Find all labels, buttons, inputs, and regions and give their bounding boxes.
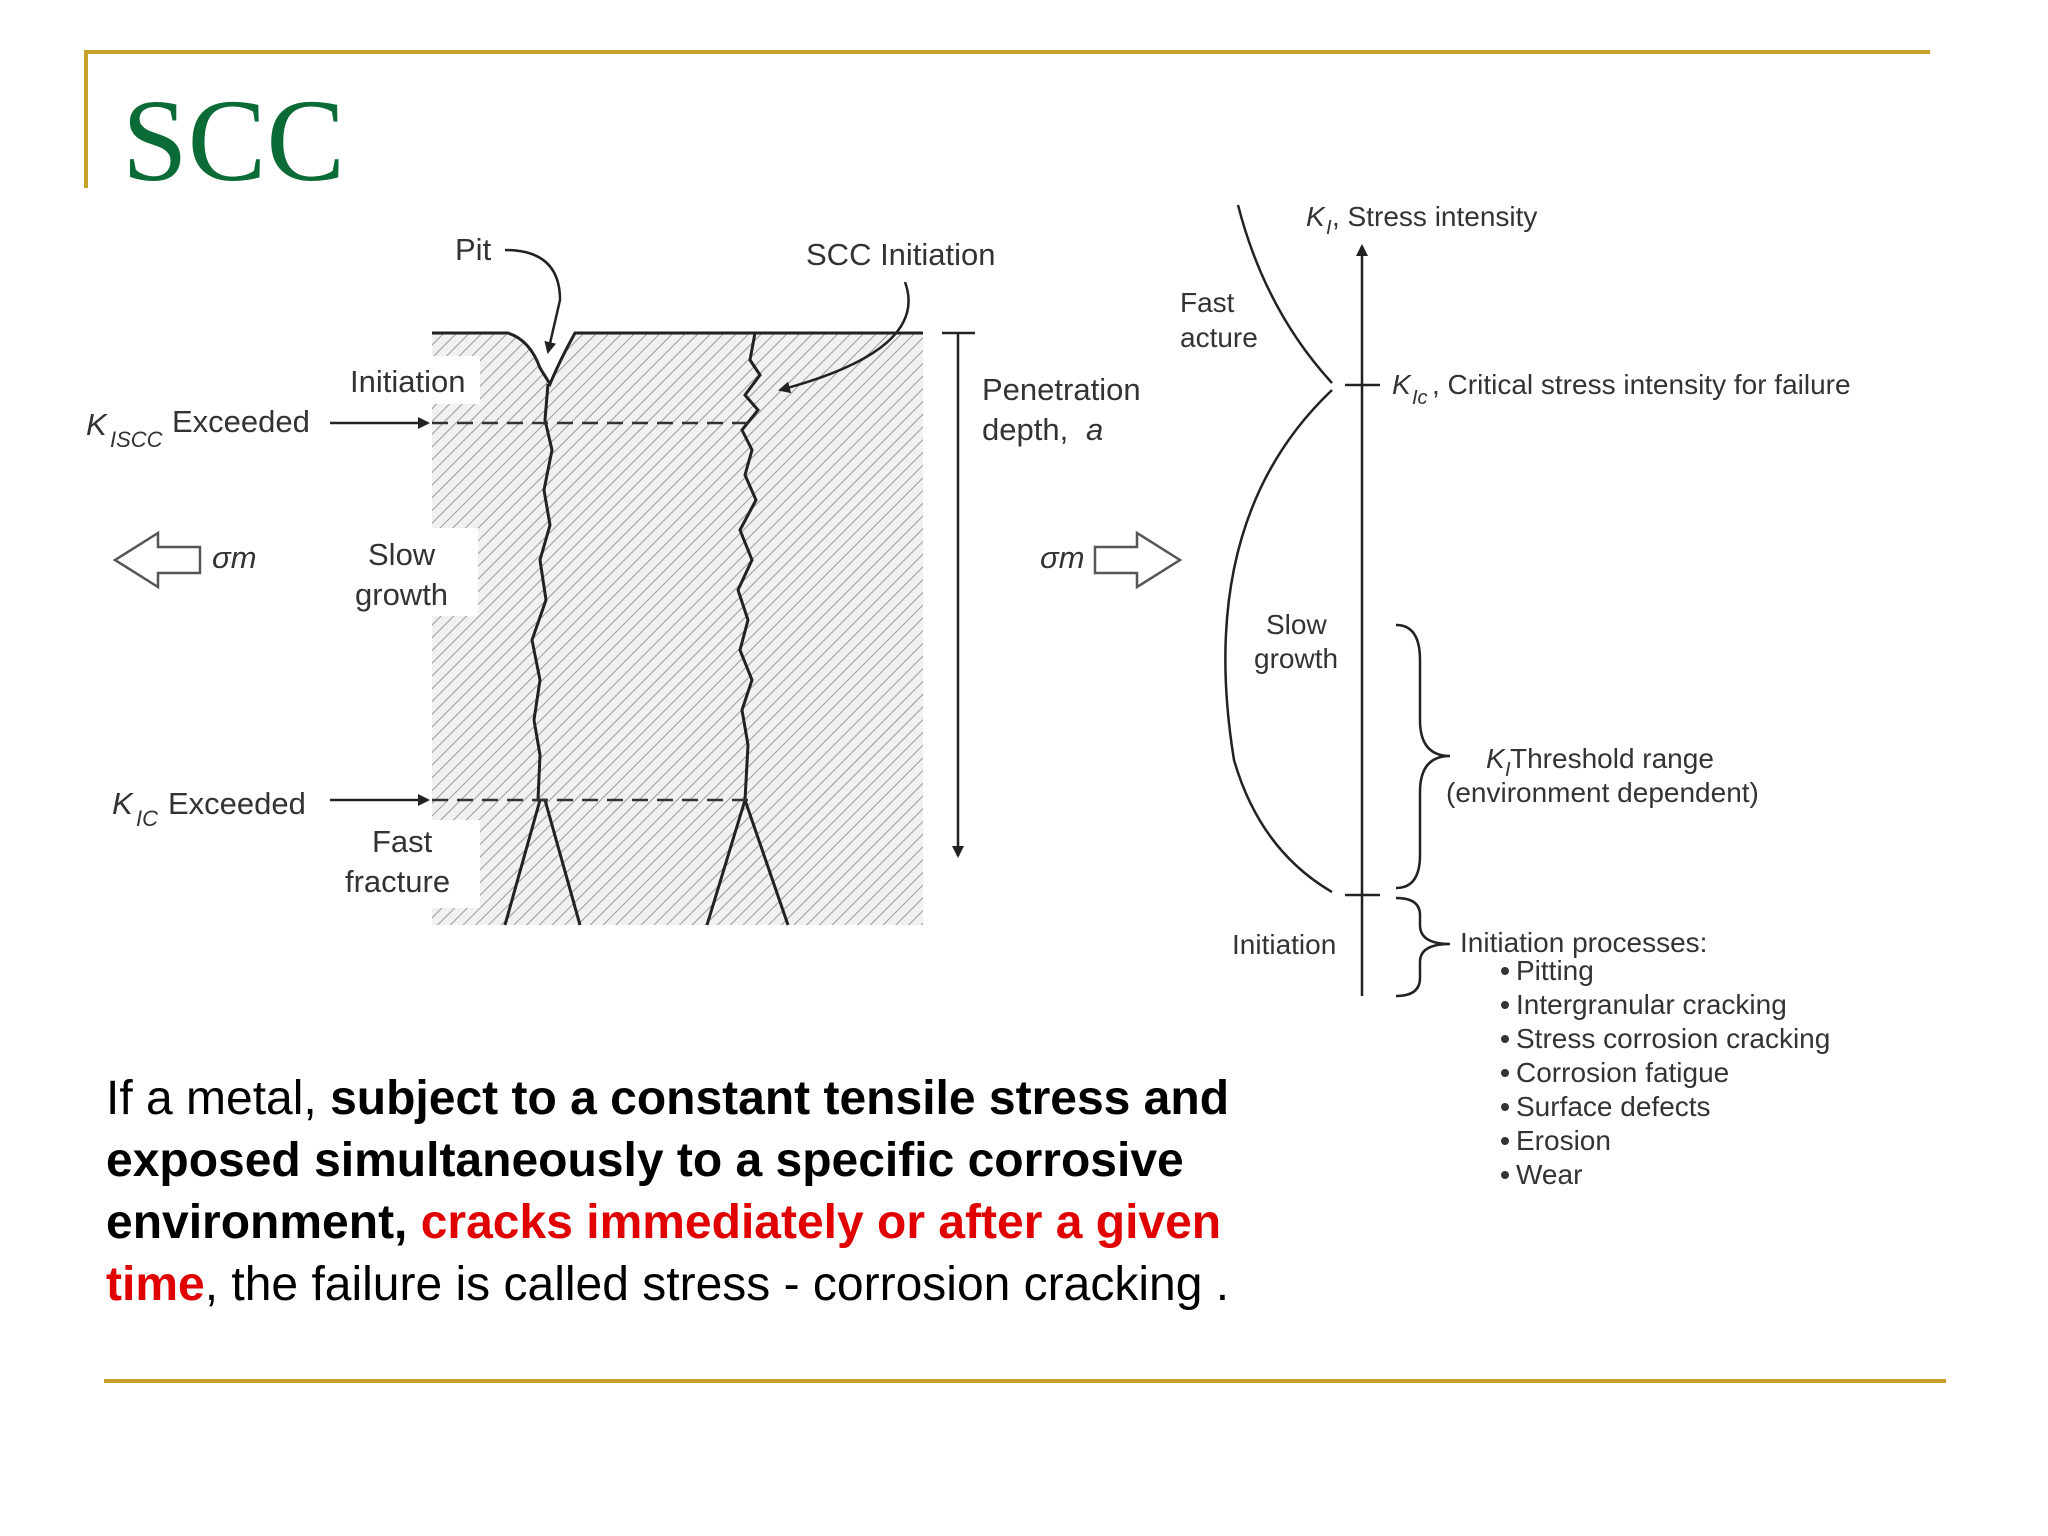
fast-fracture-label-2: fracture [345, 864, 450, 899]
threshold-sub: I [1505, 759, 1511, 781]
penetration-label-1: Penetration [982, 372, 1141, 407]
process-bullet [1501, 1103, 1509, 1111]
scc-initiation-leader [778, 281, 910, 394]
sigma-right-arrow [1093, 530, 1183, 590]
kiscc-sub: ISCC [110, 427, 163, 452]
processes-title: Initiation processes: [1460, 927, 1707, 958]
slow-growth-curve [1224, 389, 1333, 894]
body-part-2: subject to a constant tensile stress and… [106, 1072, 1230, 1249]
process-item: Stress corrosion cracking [1516, 1023, 1830, 1054]
process-bullet [1501, 967, 1509, 975]
bottom-rule [104, 1379, 1946, 1383]
body-part-4: cracks immediately or after a given time [106, 1196, 1222, 1311]
threshold-brace [1395, 623, 1451, 890]
axis-label: , Stress intensity [1332, 201, 1537, 232]
process-bullet [1501, 1171, 1509, 1179]
process-item: Erosion [1516, 1125, 1611, 1156]
process-item: Wear [1516, 1159, 1582, 1190]
axis-k: K [1306, 201, 1326, 232]
threshold-sub-label: (environment dependent) [1446, 777, 1759, 808]
body-part-5: , the failure is called stress - corrosi… [204, 1258, 1230, 1311]
kic-exceeded-label: Exceeded [168, 786, 306, 821]
right-initiation-label: Initiation [1232, 929, 1336, 960]
right-fast-fracture-1: Fast [1180, 287, 1235, 318]
process-bullet [1501, 1001, 1509, 1009]
process-bullet [1501, 1035, 1509, 1043]
right-slow-growth-1: Slow [1266, 609, 1327, 640]
process-bullet [1501, 1137, 1509, 1145]
right-fast-fracture-2: acture [1180, 322, 1258, 353]
process-item: Intergranular cracking [1516, 989, 1787, 1020]
threshold-label: Threshold range [1510, 743, 1714, 774]
initiation-label: Initiation [350, 364, 465, 399]
initiation-label-box [340, 356, 480, 404]
fast-fracture-curve [1236, 204, 1333, 384]
kiscc-exceeded-label: Exceeded [172, 404, 310, 439]
sigma-right-label: σm [1040, 540, 1085, 575]
kic-sub: IC [136, 806, 158, 831]
threshold-k: K [1486, 743, 1506, 774]
sigma-left-arrow [112, 530, 202, 590]
process-bullet [1501, 1069, 1509, 1077]
body-paragraph: If a metal, subject to a constant tensil… [106, 1068, 1256, 1316]
left-rule [84, 50, 88, 188]
pit-label: Pit [455, 232, 492, 267]
slide-title: SCC [122, 75, 346, 206]
scc-initiation-label: SCC Initiation [806, 237, 996, 272]
axis-sub: I [1326, 217, 1332, 239]
process-item: Corrosion fatigue [1516, 1057, 1729, 1088]
scc-crack [705, 332, 790, 926]
penetration-a: a [1086, 412, 1103, 447]
initiation-brace [1395, 896, 1451, 998]
fast-fracture-label-box [335, 820, 480, 908]
kic-k: K [112, 786, 134, 821]
process-item: Surface defects [1516, 1091, 1711, 1122]
body-part-3 [407, 1196, 420, 1249]
right-slow-growth-2: growth [1254, 643, 1338, 674]
metal-block [432, 331, 923, 925]
right-kic-k: K [1392, 369, 1412, 400]
penetration-label-2: depth, [982, 412, 1068, 447]
slow-growth-label-1: Slow [368, 537, 436, 572]
fast-fracture-label-1: Fast [372, 824, 433, 859]
slow-growth-label-box [350, 528, 478, 616]
right-kic-sub: Ic [1412, 387, 1428, 409]
slow-growth-label-2: growth [355, 577, 448, 612]
body-part-1: If a metal, [106, 1072, 331, 1125]
kiscc-k: K [86, 407, 108, 442]
pit-leader [504, 248, 562, 354]
process-item: Pitting [1516, 955, 1594, 986]
top-rule [84, 50, 1930, 54]
pit-crack [503, 383, 582, 926]
sigma-left-label: σm [212, 540, 257, 575]
right-kic-label: , Critical stress intensity for failure [1432, 369, 1851, 400]
